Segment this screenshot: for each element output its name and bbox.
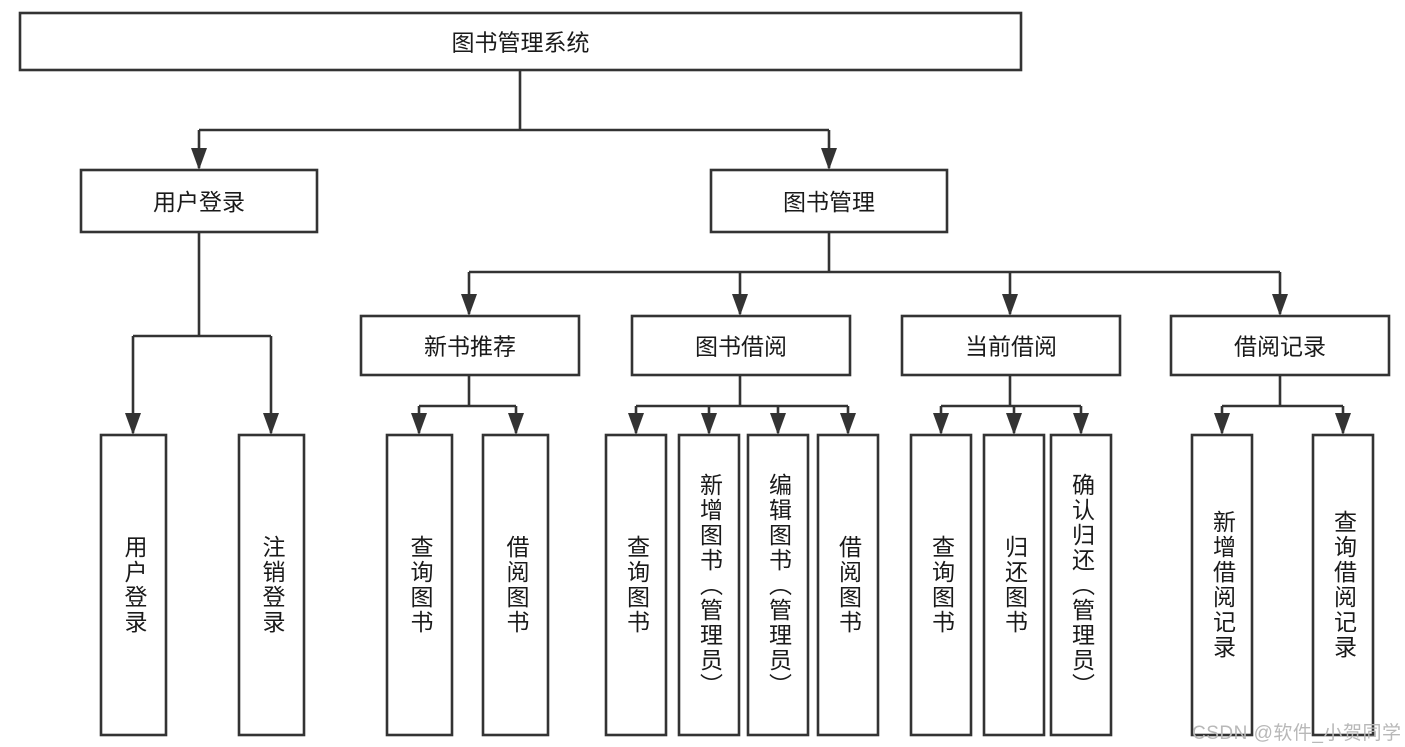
arrow-head-icon — [1214, 413, 1230, 435]
node-box-borrow-record[interactable] — [1169, 314, 1391, 377]
arrow-head-icon — [263, 413, 279, 435]
arrow-head-icon — [1272, 294, 1288, 316]
node-box-root[interactable] — [18, 11, 1023, 72]
node-box-book-management[interactable] — [709, 168, 949, 234]
node-box-leaf-edit-book[interactable] — [746, 433, 810, 737]
node-box-leaf-borrow-book-rec[interactable] — [481, 433, 550, 737]
node-label-new-book-recommend: 新书推荐 — [424, 334, 516, 360]
node-box-leaf-add-record[interactable] — [1190, 433, 1254, 737]
arrow-head-icon — [125, 413, 141, 435]
node-box-user-login[interactable] — [79, 168, 319, 234]
arrow-head-icon — [1006, 413, 1022, 435]
node-label-borrow-record: 借阅记录 — [1234, 334, 1326, 360]
arrow-head-icon — [840, 413, 856, 435]
node-box-leaf-confirm-return[interactable] — [1049, 433, 1113, 737]
arrow-head-icon — [1002, 294, 1018, 316]
node-box-leaf-query-book-rec[interactable] — [385, 433, 454, 737]
node-box-current-borrow[interactable] — [900, 314, 1122, 377]
arrow-head-icon — [508, 413, 524, 435]
connector-layer — [125, 70, 1351, 435]
node-label-book-management: 图书管理 — [783, 189, 875, 215]
csdn-watermark: CSDN @软件_小贺同学 — [1192, 723, 1402, 744]
arrow-head-icon — [732, 294, 748, 316]
node-box-leaf-query-book-cur[interactable] — [909, 433, 973, 737]
arrow-head-icon — [933, 413, 949, 435]
node-box-leaf-borrow-book[interactable] — [816, 433, 880, 737]
node-box-leaf-add-book[interactable] — [677, 433, 741, 737]
arrow-head-icon — [411, 413, 427, 435]
node-box-leaf-logout[interactable] — [237, 433, 306, 737]
arrow-head-icon — [1073, 413, 1089, 435]
node-label-current-borrow: 当前借阅 — [965, 334, 1057, 360]
node-box-leaf-return-book[interactable] — [982, 433, 1046, 737]
node-box-new-book-recommend[interactable] — [359, 314, 581, 377]
arrow-head-icon — [1335, 413, 1351, 435]
node-label-root: 图书管理系统 — [452, 30, 590, 56]
arrow-head-icon — [461, 294, 477, 316]
node-label-user-login: 用户登录 — [153, 189, 245, 215]
arrow-head-icon — [821, 148, 837, 170]
node-box-book-borrow[interactable] — [630, 314, 852, 377]
arrow-head-icon — [191, 148, 207, 170]
node-box-leaf-query-record[interactable] — [1311, 433, 1375, 737]
arrow-head-icon — [770, 413, 786, 435]
node-box-leaf-query-book-borrow[interactable] — [604, 433, 668, 737]
node-label-book-borrow: 图书借阅 — [695, 334, 787, 360]
arrow-head-icon — [701, 413, 717, 435]
arrow-head-icon — [628, 413, 644, 435]
node-box-leaf-user-login[interactable] — [99, 433, 168, 737]
